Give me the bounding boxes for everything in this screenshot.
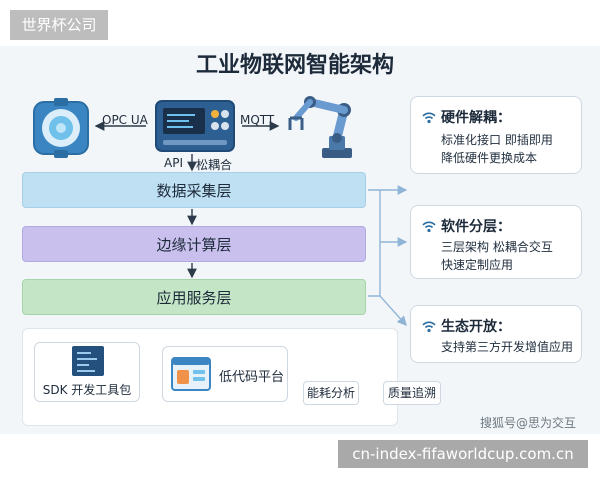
wifi-icon — [422, 321, 436, 333]
opc-ua-label: OPC UA — [102, 113, 148, 127]
diagram-title: 工业物联网智能架构 — [195, 53, 394, 78]
card-title: 生态开放： — [441, 319, 511, 335]
card-line: 三层架构 松耦合交互 — [441, 240, 553, 254]
low-code-window-icon — [171, 357, 211, 391]
card-line: 降低硬件更换成本 — [441, 151, 538, 165]
application-service-layer: 应用服务层 — [22, 279, 366, 315]
low-code-card: 低代码平台 — [162, 346, 288, 402]
source-badge: 世界杯公司 — [10, 10, 108, 40]
edge-computing-layer: 边缘计算层 — [22, 226, 366, 262]
card-line: 标准化接口 即插即用 — [441, 133, 553, 147]
hardware-decoupling-card: 硬件解耦： 标准化接口 即插即用 降低硬件更换成本 — [410, 96, 582, 174]
mqtt-label: MQTT — [240, 113, 275, 127]
card-title: 软件分层： — [441, 219, 511, 235]
card-line: 支持第三方开发增值应用 — [441, 340, 574, 354]
controller-icon — [155, 100, 235, 152]
card-line: 快速定制应用 — [441, 258, 514, 272]
sensor-icon — [32, 98, 90, 158]
card-title: 硬件解耦： — [441, 110, 511, 126]
energy-analysis-chip: 能耗分析 — [303, 381, 359, 405]
loose-coupling-label: 松耦合 — [196, 158, 233, 172]
quality-trace-chip: 质量追溯 — [383, 381, 441, 405]
ecosystem-openness-card: 生态开放： 支持第三方开发增值应用 — [410, 305, 582, 363]
api-label: API — [164, 156, 183, 170]
site-badge: cn-index-fifaworldcup.com.cn — [338, 440, 588, 468]
sdk-label: SDK 开发工具包 — [42, 383, 132, 397]
data-acquisition-layer: 数据采集层 — [22, 172, 366, 208]
robot-arm-icon — [282, 88, 370, 160]
low-code-label: 低代码平台 — [219, 370, 285, 385]
watermark: 搜狐号@思为交互 — [480, 416, 577, 430]
wifi-icon — [422, 112, 436, 124]
sdk-card: SDK 开发工具包 — [34, 342, 140, 402]
code-doc-icon — [72, 346, 104, 376]
software-layering-card: 软件分层： 三层架构 松耦合交互 快速定制应用 — [410, 205, 582, 279]
wifi-icon — [422, 221, 436, 233]
